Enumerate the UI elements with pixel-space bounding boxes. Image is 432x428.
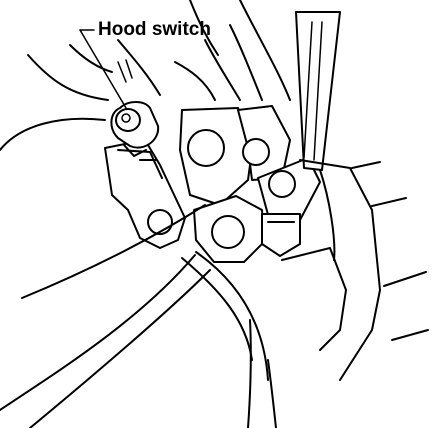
hood-panel-lines xyxy=(0,0,291,151)
hood-stay-rod xyxy=(295,11,341,171)
bracket-bolt-hole xyxy=(147,209,173,235)
lock-bolt-hole xyxy=(211,215,245,249)
support-hole-small xyxy=(242,138,270,166)
hood-lock-assembly xyxy=(193,157,321,263)
callout-leader xyxy=(79,29,127,109)
lock-upper-hole xyxy=(268,170,296,198)
fender-panel xyxy=(281,159,429,381)
latch-bracket xyxy=(104,139,186,249)
body-sweep-lines xyxy=(0,204,277,428)
hood-switch xyxy=(110,101,160,157)
hood-switch-label: Hood switch xyxy=(98,19,211,40)
support-hole-large xyxy=(187,129,225,167)
